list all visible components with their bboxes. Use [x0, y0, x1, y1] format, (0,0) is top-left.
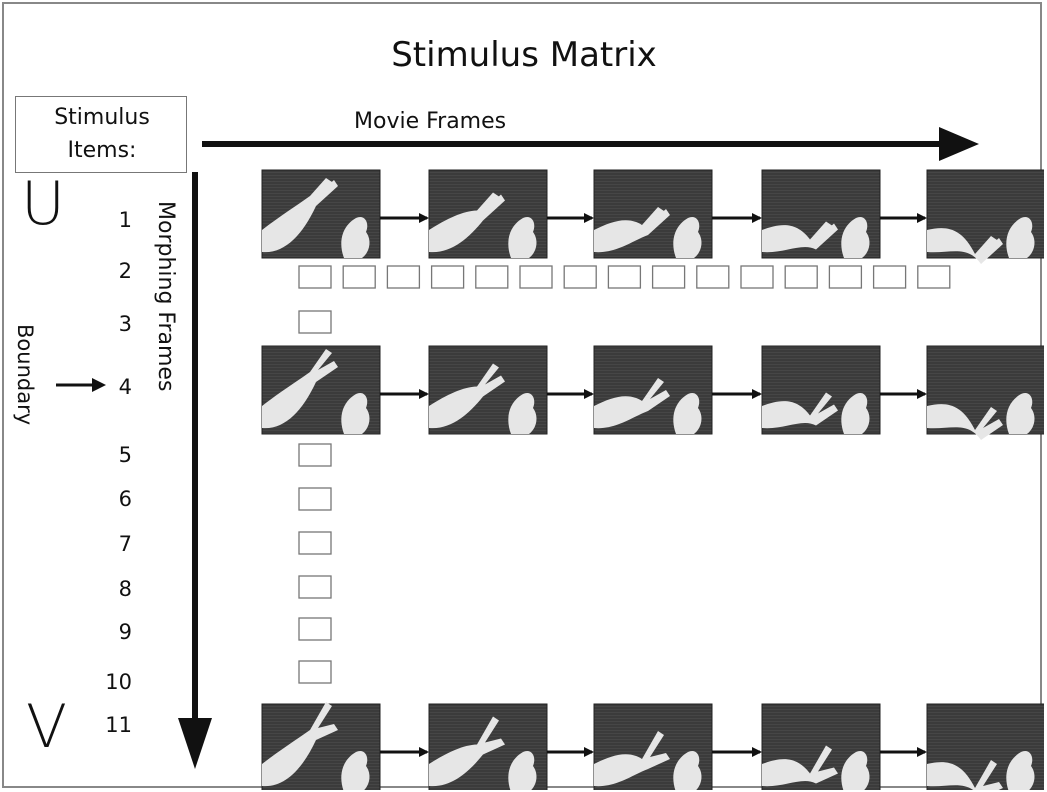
image-row-item-11: [261, 702, 1044, 790]
movie-frame-photo: [428, 345, 548, 435]
morphing-frames-arrow: [178, 172, 212, 769]
item-number-3: 3: [118, 312, 132, 336]
endpoint-u-label: U: [21, 169, 65, 239]
placeholder-box: [740, 265, 774, 289]
movie-frame-photo: [261, 169, 381, 259]
item-number-4: 4: [118, 375, 132, 399]
movie-frame-photo: [261, 345, 381, 435]
endpoint-v-label: V: [26, 692, 68, 762]
movie-frame-photo: [593, 703, 713, 790]
movie-frame-photo: [926, 703, 1044, 790]
placeholder-box-item-6: [298, 487, 332, 511]
placeholder-box: [386, 265, 421, 289]
placeholder-box: [651, 265, 686, 289]
diagram-graphics: [56, 127, 1044, 790]
item-number-9: 9: [118, 620, 132, 644]
placeholder-box: [342, 265, 376, 289]
item-number-8: 8: [118, 577, 132, 601]
placeholder-column: [298, 310, 332, 684]
movie-frame-photo: [761, 703, 881, 790]
placeholder-box-item-8: [298, 575, 332, 599]
boundary-arrow: [56, 378, 106, 392]
placeholder-box: [828, 265, 863, 289]
item-number-1: 1: [118, 208, 132, 232]
placeholder-box: [696, 265, 730, 289]
movie-frame-photo: [761, 169, 881, 259]
stimulus-items-label-line1: Stimulus: [54, 105, 150, 130]
placeholder-box: [519, 265, 553, 289]
diagram-title: Stimulus Matrix: [391, 35, 657, 75]
movie-frames-arrow: [202, 127, 979, 161]
placeholder-box: [784, 265, 818, 289]
movie-frame-photo: [428, 703, 548, 790]
movie-frame-photo: [428, 169, 548, 259]
movie-frames-label: Movie Frames: [354, 109, 507, 134]
movie-frame-photo: [761, 345, 881, 435]
movie-frame-photo: [593, 169, 713, 259]
movie-frame-photo: [593, 345, 713, 435]
item-number-10: 10: [105, 670, 132, 694]
movie-frame-photo: [261, 702, 381, 790]
placeholder-box: [607, 265, 642, 289]
movie-frame-photo: [926, 345, 1044, 440]
placeholder-box: [430, 265, 465, 289]
item-number-11: 11: [105, 713, 132, 737]
placeholder-box: [475, 265, 509, 289]
placeholder-box-item-9: [298, 617, 332, 641]
placeholder-box: [872, 265, 907, 289]
placeholder-row-item-2: [298, 265, 951, 289]
stimulus-items-label-line2: Items:: [67, 138, 137, 163]
image-rows: [261, 169, 1044, 790]
item-number-7: 7: [118, 532, 132, 556]
item-number-6: 6: [118, 487, 132, 511]
placeholder-box-item-10: [298, 660, 332, 684]
placeholder-box: [917, 265, 951, 289]
placeholder-box: [563, 265, 597, 289]
placeholder-box-item-7: [298, 531, 332, 555]
placeholder-boxes: [298, 265, 951, 684]
placeholder-box: [298, 265, 332, 289]
item-number-5: 5: [118, 443, 132, 467]
stimulus-items-box: Stimulus Items:: [15, 96, 187, 173]
item-number-2: 2: [118, 259, 132, 283]
image-row-item-1: [261, 169, 1044, 264]
movie-frame-photo: [926, 169, 1044, 264]
placeholder-box-item-3: [298, 310, 332, 334]
placeholder-box-item-5: [298, 443, 332, 467]
image-row-item-4: [261, 345, 1044, 440]
